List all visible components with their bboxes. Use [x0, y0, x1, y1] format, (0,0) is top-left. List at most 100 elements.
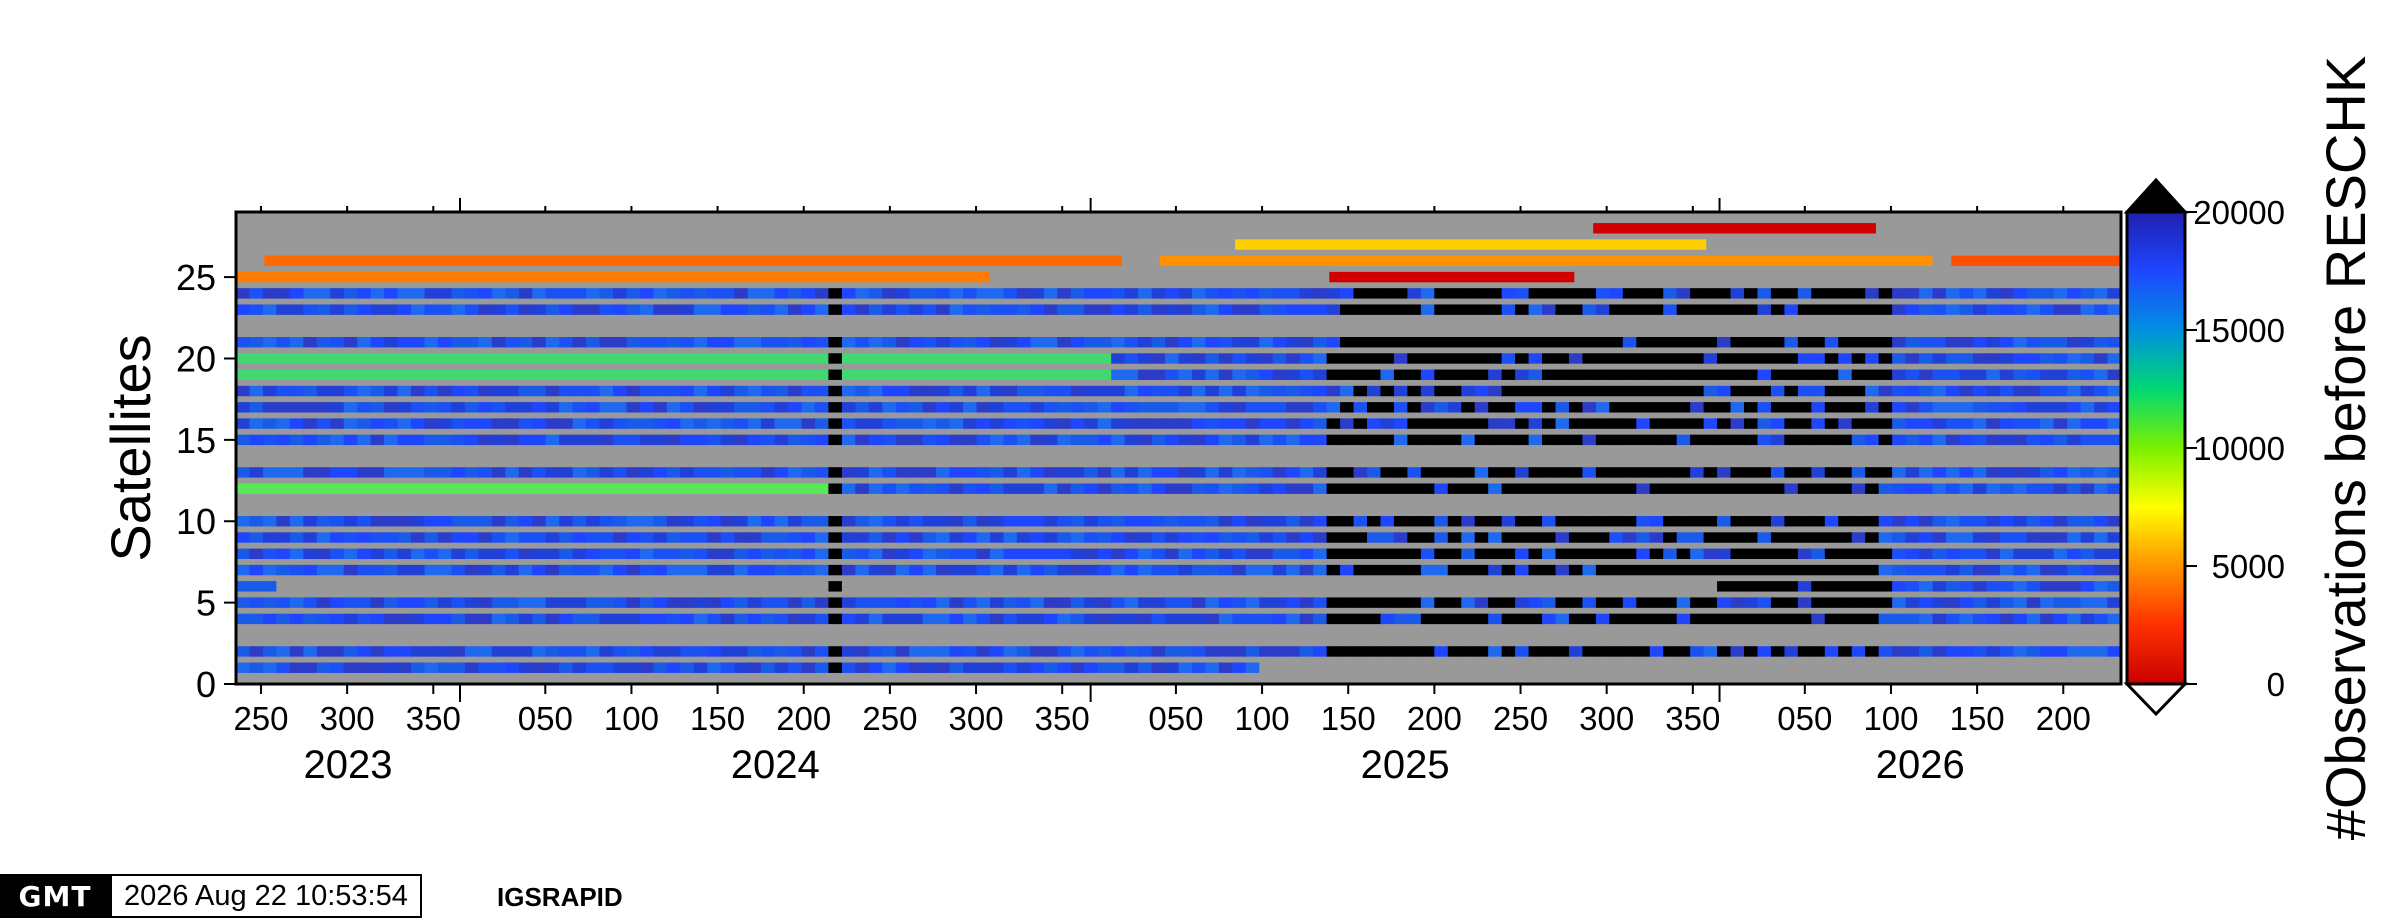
obs-cell [734, 336, 749, 348]
obs-cell [1313, 434, 1328, 446]
obs-cell [1501, 483, 1516, 494]
obs-cell [1649, 646, 1664, 657]
obs-cell [639, 516, 654, 527]
obs-cell [1703, 483, 1718, 494]
obs-cell [1070, 434, 1085, 446]
obs-cell [330, 288, 345, 299]
obs-cell [370, 288, 385, 299]
obs-cell [491, 662, 506, 673]
obs-cell [478, 613, 493, 625]
obs-cell [1138, 353, 1153, 364]
obs-cell [1299, 564, 1314, 576]
satellite-row-1 [236, 662, 2121, 673]
obs-cell [1609, 581, 1624, 592]
obs-cell [707, 597, 722, 608]
obs-cell [1420, 564, 1435, 576]
obs-cell [720, 662, 735, 673]
obs-cell [518, 516, 533, 527]
obs-cell [814, 434, 829, 446]
obs-cell [1070, 467, 1085, 478]
obs-cell [2080, 532, 2095, 543]
obs-cell [1151, 548, 1166, 560]
obs-cell [1690, 369, 1705, 380]
obs-cell [1595, 288, 1610, 299]
obs-cell [1205, 304, 1220, 315]
obs-cell [1999, 304, 2014, 315]
obs-cell [1299, 662, 1314, 673]
obs-cell [1393, 434, 1408, 446]
obs-cell [1501, 597, 1516, 608]
obs-cell [788, 581, 802, 592]
obs-cell [1097, 288, 1112, 299]
obs-cell [343, 564, 358, 576]
obs-cell [680, 467, 695, 478]
obs-cell [1757, 548, 1772, 560]
obs-cell [343, 353, 358, 364]
obs-cell [1542, 662, 1556, 673]
obs-cell [262, 548, 277, 560]
obs-cell [814, 516, 829, 527]
obs-cell [1878, 548, 1893, 560]
obs-cell [1030, 336, 1045, 348]
obs-cell [788, 467, 802, 478]
obs-cell [2040, 353, 2055, 364]
obs-cell [653, 483, 668, 494]
obs-cell [1555, 353, 1570, 364]
obs-cell [2026, 646, 2041, 657]
obs-cell [1272, 304, 1287, 315]
obs-cell [572, 385, 587, 397]
obs-cell [1865, 385, 1880, 397]
obs-cell [1420, 336, 1435, 348]
obs-cell [1636, 336, 1651, 348]
obs-cell [1717, 548, 1732, 560]
obs-cell [653, 662, 668, 673]
obs-cell [963, 353, 978, 364]
obs-cell [801, 662, 816, 673]
obs-cell [1528, 402, 1543, 413]
obs-cell [424, 597, 439, 608]
obs-cell [1016, 597, 1031, 608]
obs-cell [572, 304, 587, 315]
obs-cell [1057, 548, 1072, 560]
obs-cell [478, 646, 493, 657]
obs-segment [264, 255, 1122, 267]
obs-cell [2067, 483, 2082, 494]
obs-cell [1016, 548, 1031, 560]
obs-cell [761, 548, 776, 560]
obs-cell [626, 646, 641, 657]
obs-cell [1811, 548, 1826, 560]
obs-cell [1447, 516, 1462, 527]
obs-cell [1447, 613, 1462, 625]
obs-cell [2026, 418, 2041, 429]
obs-cell [2067, 581, 2082, 592]
obs-cell [1111, 646, 1126, 657]
obs-cell [1340, 613, 1355, 625]
obs-cell [1097, 467, 1112, 478]
obs-cell [976, 597, 991, 608]
obs-cell [1515, 288, 1530, 299]
obs-cell [1851, 467, 1866, 478]
obs-cell [1892, 662, 1907, 673]
obs-cell [788, 353, 802, 364]
obs-cell [1407, 402, 1422, 413]
obs-cell [1124, 385, 1139, 397]
obs-cell [1622, 336, 1637, 348]
obs-cell [814, 646, 829, 657]
obs-cell [464, 288, 479, 299]
obs-cell [734, 662, 749, 673]
obs-cell [1286, 418, 1301, 429]
obs-cell [1636, 369, 1651, 380]
obs-cell [1380, 516, 1395, 527]
obs-cell [1703, 369, 1718, 380]
obs-cell [936, 304, 951, 315]
obs-cell [262, 483, 277, 494]
obs-cell [599, 662, 614, 673]
obs-cell [464, 516, 479, 527]
obs-cell [262, 532, 277, 543]
obs-cell [1972, 369, 1987, 380]
obs-cell [2094, 613, 2109, 625]
obs-cell [639, 662, 654, 673]
obs-cell [801, 369, 816, 380]
obs-cell [1622, 418, 1637, 429]
obs-cell [963, 564, 978, 576]
